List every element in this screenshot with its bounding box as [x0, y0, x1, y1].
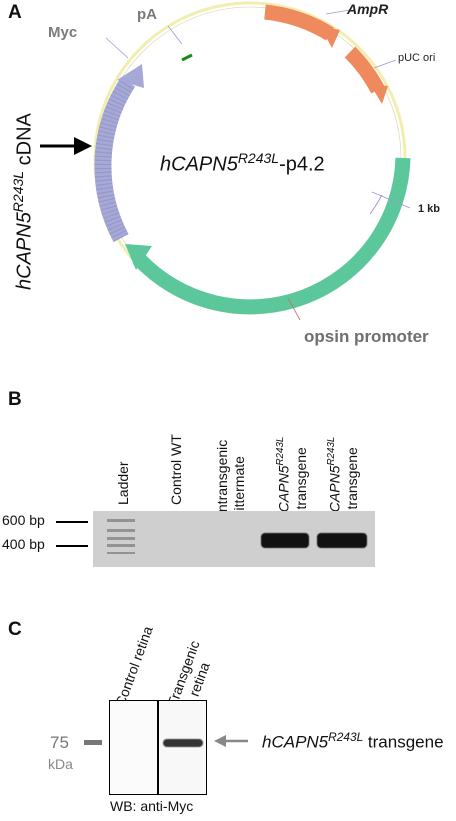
western-band [163, 739, 203, 747]
marker-75: 75 [50, 733, 69, 752]
panel-b-label: B [8, 389, 22, 410]
ladder-band [107, 537, 135, 540]
opsin-arrowhead [125, 244, 152, 270]
label-pa: pA [137, 6, 157, 23]
cdna-arrowhead [117, 64, 144, 88]
label-opsin-promoter: opsin promoter [304, 327, 429, 346]
ladder-band-400 [107, 544, 135, 547]
cdna-vertical-label: hCAPN5R243L cDNA [10, 113, 36, 290]
panel-a-label: A [8, 2, 22, 23]
ladder-band [107, 552, 135, 554]
pcr-gel [93, 511, 375, 567]
arrow-icon [74, 137, 92, 155]
pa-mark [181, 53, 193, 62]
puc-ori-arc [344, 46, 385, 94]
band-arrow-icon [214, 735, 248, 747]
panel-c-label: C [8, 619, 22, 640]
marker-400bp: 400 bp [2, 536, 45, 552]
ladder-band-600 [107, 519, 135, 522]
lane-label-ladder: Ladder [115, 461, 131, 505]
opsin-promoter-arc [132, 157, 411, 315]
label-myc: Myc [48, 24, 78, 41]
marker-line-600 [56, 521, 88, 523]
pcr-band-transgene-2 [317, 533, 367, 548]
puc-arrowhead [370, 84, 388, 104]
wb-antibody-label: WB: anti-Myc [110, 798, 194, 814]
western-blot-lane-transgenic [158, 700, 207, 795]
lane-label-control-retina: Control retina [112, 624, 156, 709]
pcr-band-transgene-1 [261, 533, 309, 548]
marker-line-75 [84, 740, 102, 745]
marker-line-400 [56, 545, 88, 547]
lane-label-control-wt: Control WT [168, 434, 184, 505]
label-ampr: AmpR [347, 1, 389, 17]
marker-kda: kDa [48, 756, 73, 772]
western-blot-lane-control [109, 700, 158, 795]
ampr-arc [264, 4, 334, 41]
ampr-arrowhead [320, 26, 340, 48]
plasmid-name: hCAPN5R243L-p4.2 [160, 150, 325, 176]
plasmid-map [40, 1, 411, 321]
band-label: hCAPN5R243L transgene [262, 730, 444, 752]
label-puc-ori: pUC ori [398, 52, 436, 64]
label-1kb: 1 kb [418, 203, 441, 215]
marker-600bp: 600 bp [2, 512, 45, 528]
ladder-band [107, 529, 135, 532]
